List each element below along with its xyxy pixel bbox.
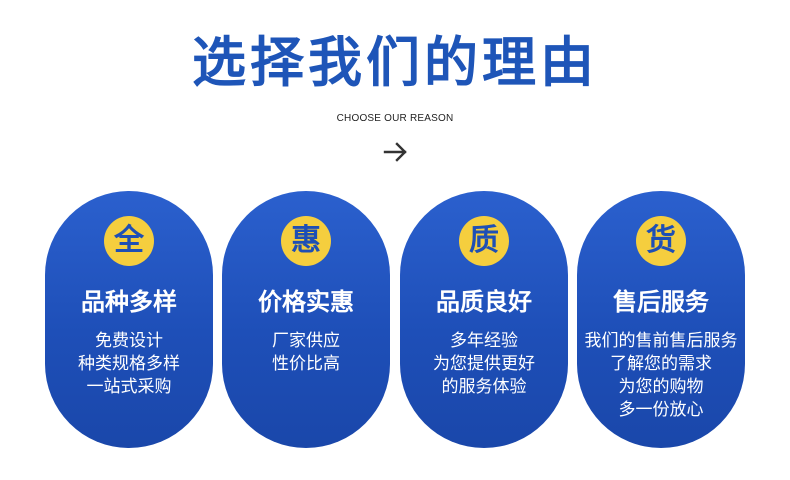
card-description: 厂家供应 性价比高 [222,330,390,376]
card-badge: 惠 [281,216,331,266]
page-subtitle: CHOOSE OUR REASON [336,113,454,124]
page-title: 选择我们的理由 [192,31,598,94]
reason-card-price: 惠 价格实惠 厂家供应 性价比高 [222,191,390,448]
card-description: 我们的售前售后服务 了解您的需求 为您的购物 多一份放心 [577,330,745,422]
card-title: 品质良好 [436,288,532,316]
reason-card-quality: 质 品质良好 多年经验 为您提供更好 的服务体验 [400,191,568,448]
desc-line: 为您提供更好 [433,354,535,374]
desc-line: 为您的购物 [618,377,704,397]
desc-line: 了解您的需求 [610,354,712,374]
card-description: 免费设计 种类规格多样 一站式采购 [45,330,213,399]
desc-line: 一站式采购 [86,377,172,397]
desc-line: 多一份放心 [618,400,704,420]
card-badge: 质 [459,216,509,266]
desc-line: 厂家供应 [272,331,340,351]
desc-line: 性价比高 [272,354,340,374]
card-title: 价格实惠 [258,288,354,316]
card-description: 多年经验 为您提供更好 的服务体验 [400,330,568,399]
arrow-right-icon [383,142,407,162]
desc-line: 多年经验 [450,331,518,351]
card-badge: 全 [104,216,154,266]
desc-line: 我们的售前售后服务 [584,331,738,351]
desc-line: 种类规格多样 [78,354,180,374]
card-title: 售后服务 [613,288,709,316]
card-title: 品种多样 [81,288,177,316]
desc-line: 免费设计 [95,331,163,351]
reason-card-service: 货 售后服务 我们的售前售后服务 了解您的需求 为您的购物 多一份放心 [577,191,745,448]
card-badge: 货 [636,216,686,266]
reason-card-variety: 全 品种多样 免费设计 种类规格多样 一站式采购 [45,191,213,448]
desc-line: 的服务体验 [441,377,527,397]
